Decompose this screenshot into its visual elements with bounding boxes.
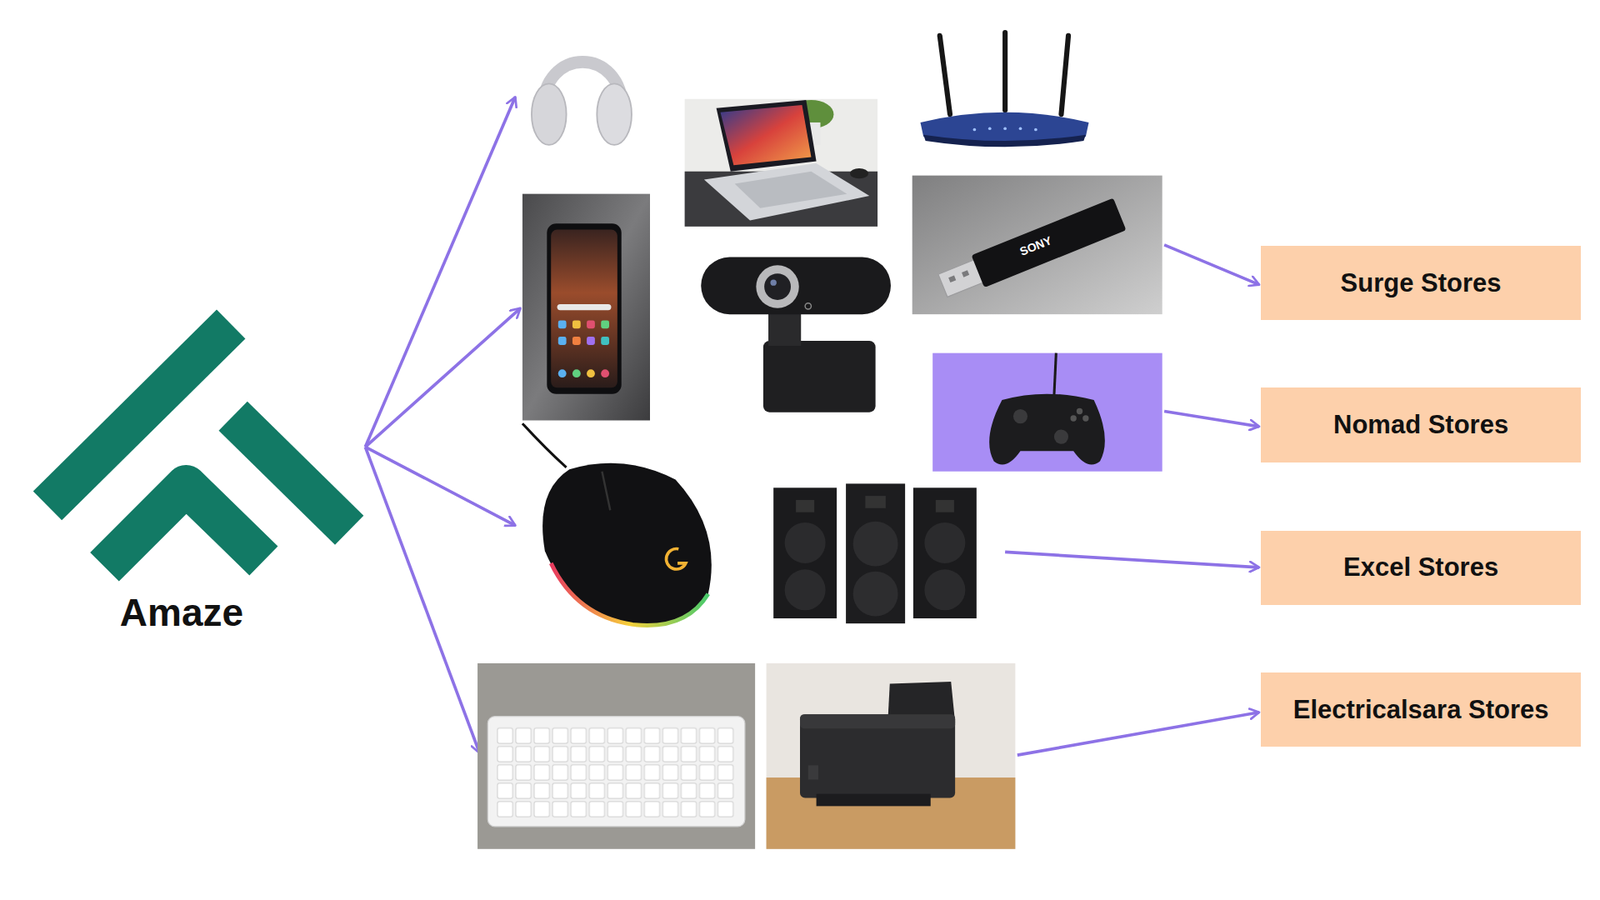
router-image <box>920 32 1089 147</box>
brand-name: Amaze <box>20 591 343 635</box>
store-box: Nomad Stores <box>1260 387 1580 462</box>
brand-arrows <box>365 96 520 753</box>
usb-image <box>912 175 1163 315</box>
store-name: Nomad Stores <box>1333 410 1509 440</box>
store-name: Electricalsara Stores <box>1293 695 1550 725</box>
webcam-image <box>700 257 891 413</box>
store-arrows <box>1005 245 1260 755</box>
store-box: Surge Stores <box>1260 245 1580 320</box>
brand-logo <box>20 305 371 598</box>
laptop-image <box>685 99 878 227</box>
store-box: Electricalsara Stores <box>1260 672 1580 747</box>
headphones-image <box>531 61 632 145</box>
store-name: Excel Stores <box>1343 553 1499 582</box>
speakers-image <box>773 483 977 624</box>
printer-image <box>766 663 1016 850</box>
store-name: Surge Stores <box>1340 269 1502 298</box>
brand-logo-node: Amaze <box>20 305 343 640</box>
controller-image <box>932 353 1163 472</box>
logo-bar <box>233 415 350 530</box>
mouse-image <box>522 423 712 625</box>
store-box: Excel Stores <box>1260 530 1580 605</box>
keyboard-image <box>477 663 755 850</box>
logo-bar <box>104 485 264 567</box>
phone-image <box>522 194 650 421</box>
